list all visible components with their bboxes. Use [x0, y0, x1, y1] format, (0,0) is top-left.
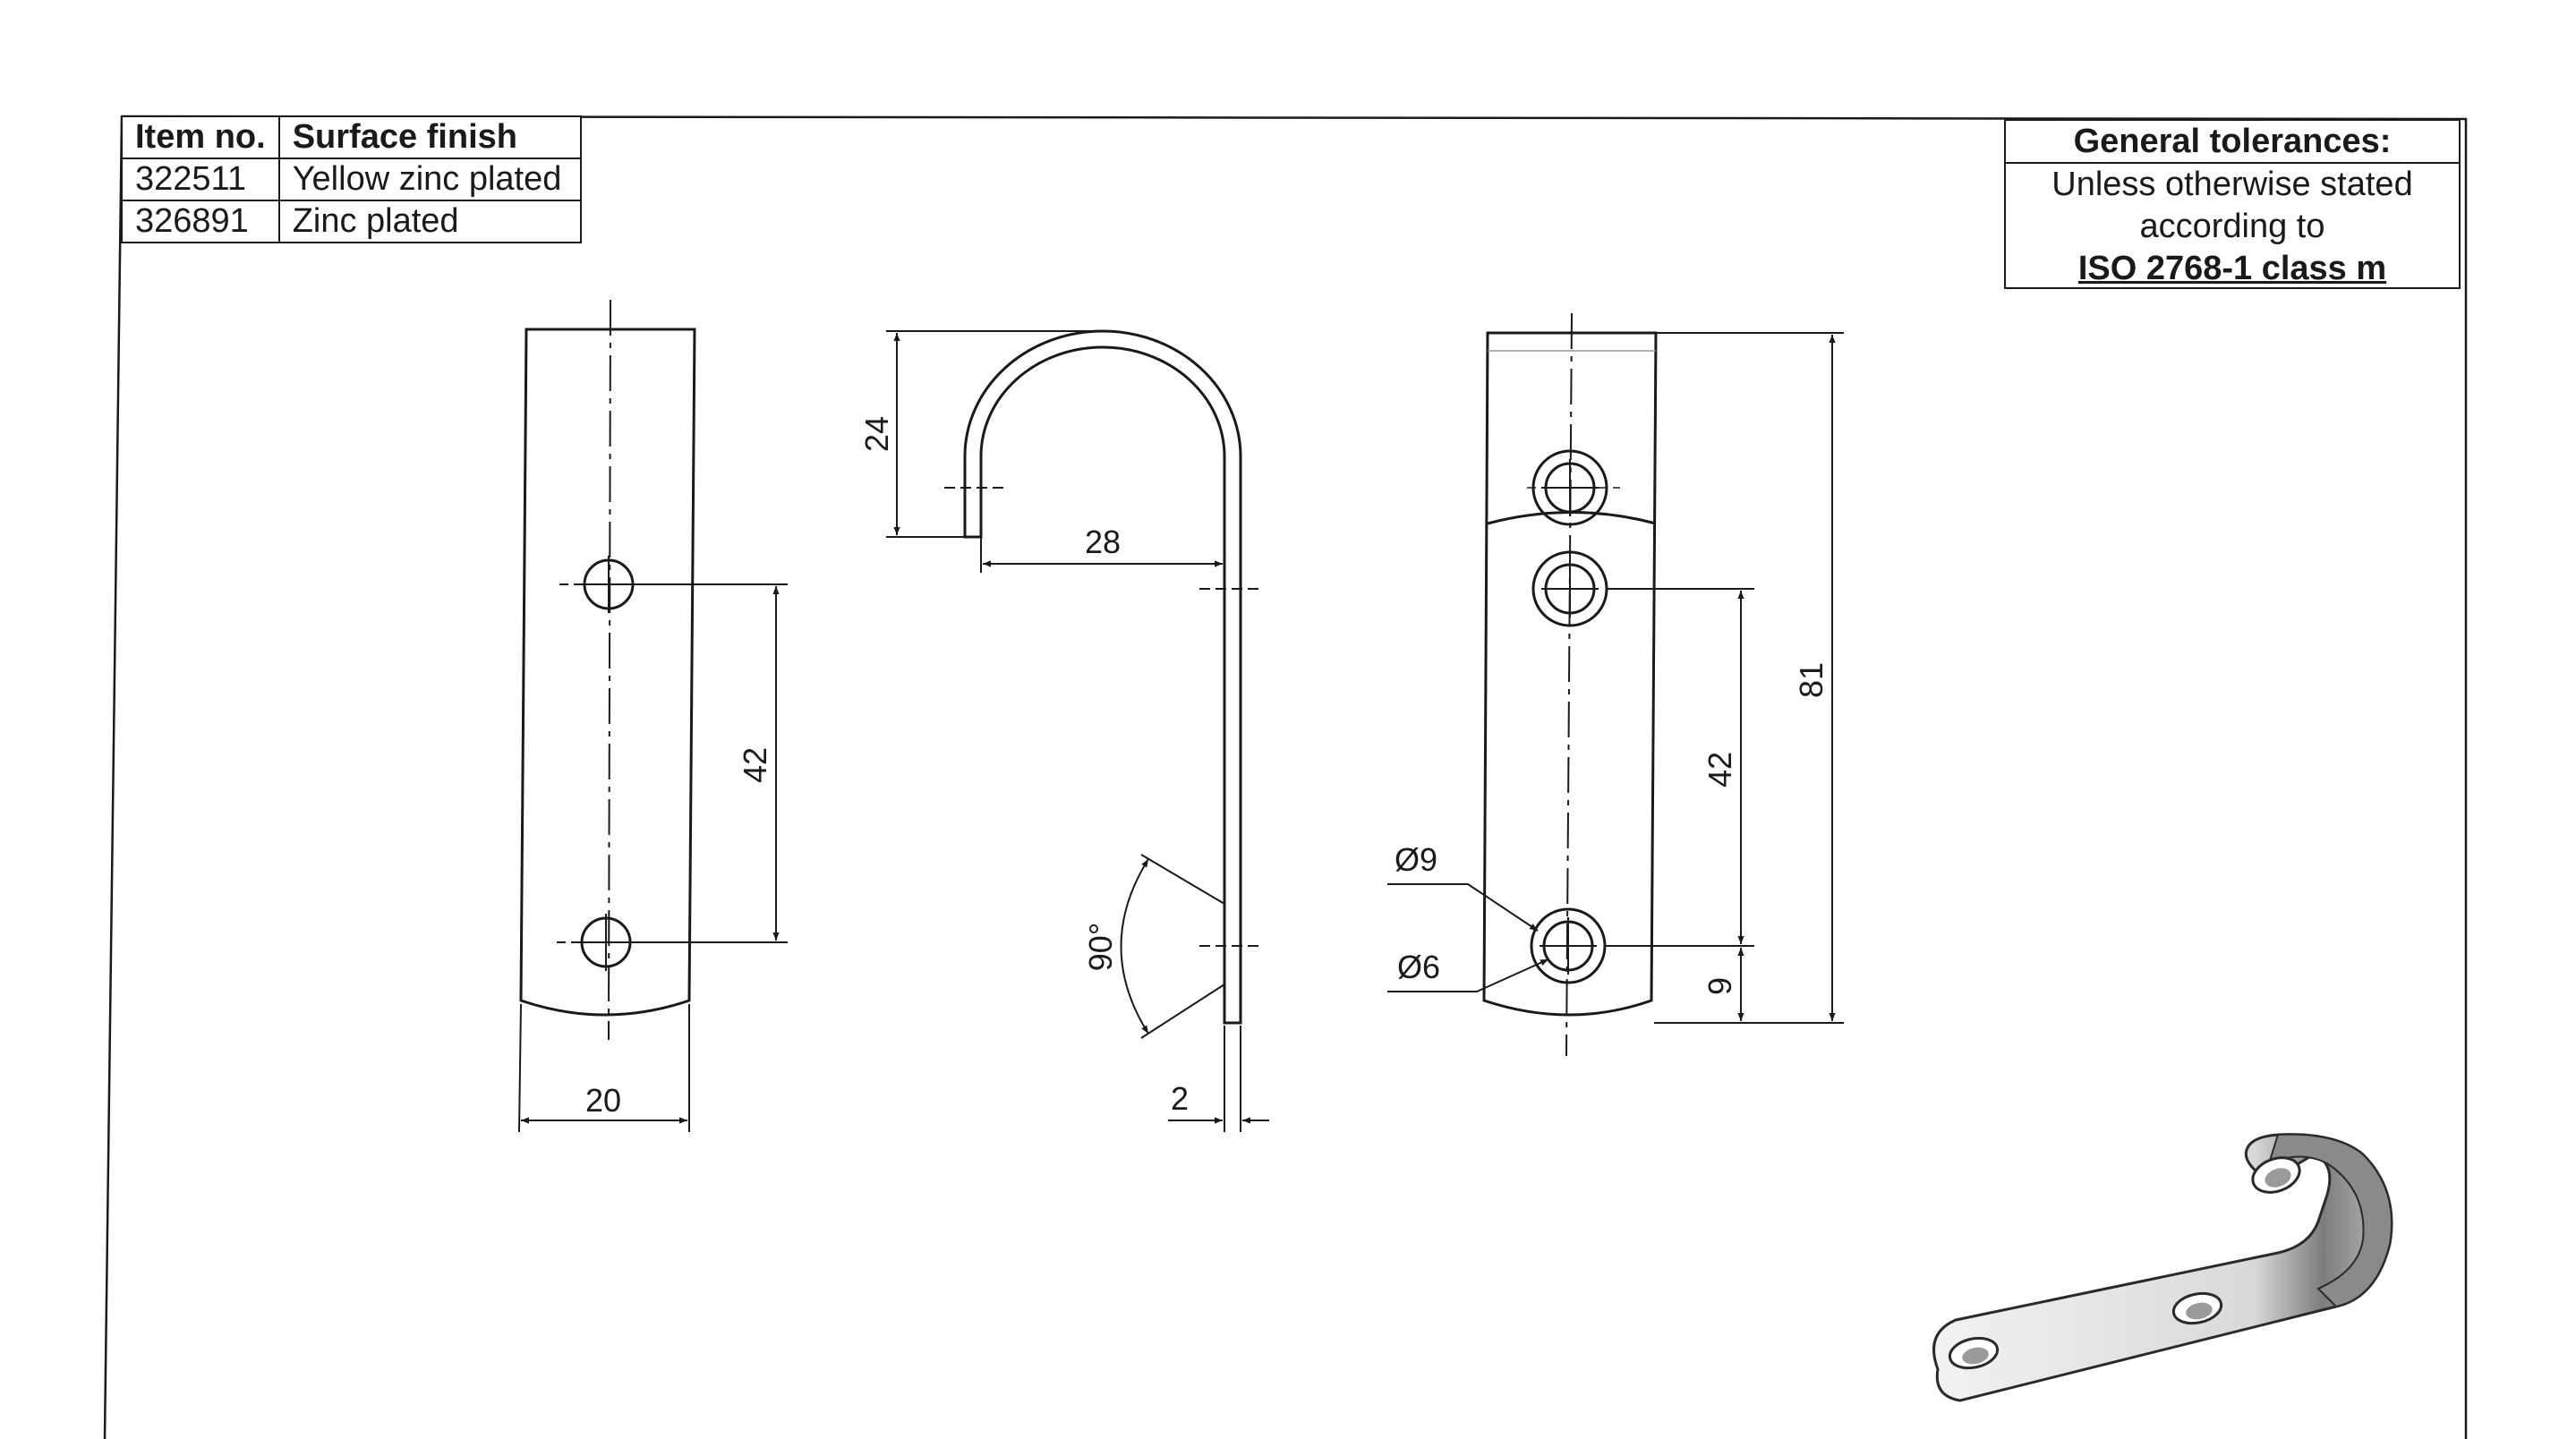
dim-hole-spacing-back-label: 42 — [1702, 752, 1738, 788]
bracket-3d-body — [1932, 1133, 2393, 1402]
back-hole-bottom — [1530, 907, 1607, 984]
dim-bend-height-label: 24 — [858, 416, 895, 452]
back-view-outline — [1482, 331, 1658, 1017]
item-finish-table: Item no. Surface finish 322511 Yellow zi… — [121, 115, 582, 243]
dim-width-label: 20 — [585, 1082, 621, 1119]
tolerances-line-1: Unless otherwise stated — [2051, 166, 2413, 203]
table-row: 326891 Zinc plated — [121, 200, 582, 243]
hook-profile — [963, 329, 1242, 1025]
isometric-render — [1932, 1133, 2393, 1402]
dim-hole-dia-inner-label: Ø6 — [1397, 949, 1440, 985]
header-item-no: Item no. — [121, 115, 280, 159]
angle-arc — [1120, 858, 1149, 1035]
leader-dia-inner — [1387, 958, 1549, 992]
general-tolerances-box: General tolerances: Unless otherwise sta… — [2004, 119, 2461, 289]
tolerances-title: General tolerances: — [2006, 121, 2459, 164]
item-number: 322511 — [121, 158, 280, 201]
surface-finish: Zinc plated — [277, 200, 582, 243]
tolerances-line-2: according to — [2139, 208, 2325, 245]
tolerances-standard: ISO 2768-1 class m — [2077, 250, 2387, 287]
dim-hole-spacing-front-label: 42 — [737, 747, 773, 783]
dim-angle-label: 90° — [1082, 923, 1119, 971]
back-view — [1387, 312, 1844, 1057]
item-number: 326891 — [121, 200, 280, 243]
dim-hook-width-label: 28 — [1085, 524, 1121, 560]
dim-thickness-label: 2 — [1171, 1080, 1189, 1117]
bend-line — [1487, 511, 1657, 525]
surface-finish: Yellow zinc plated — [277, 158, 582, 201]
back-hole-middle — [1531, 550, 1608, 627]
table-header-row: Item no. Surface finish — [121, 115, 582, 159]
front-view-outline — [519, 328, 696, 1017]
dim-edge-offset-label: 9 — [1702, 977, 1738, 995]
dim-overall-length-label: 81 — [1793, 662, 1830, 698]
header-surface-finish: Surface finish — [277, 115, 582, 159]
front-view — [518, 299, 788, 1133]
leader-dia-outer — [1387, 883, 1539, 932]
drawing-frame — [103, 115, 2468, 1439]
dim-hole-dia-outer-label: Ø9 — [1395, 841, 1437, 878]
front-view-centerline — [608, 299, 611, 1041]
side-view — [886, 329, 1269, 1132]
table-row: 322511 Yellow zinc plated — [121, 158, 582, 201]
